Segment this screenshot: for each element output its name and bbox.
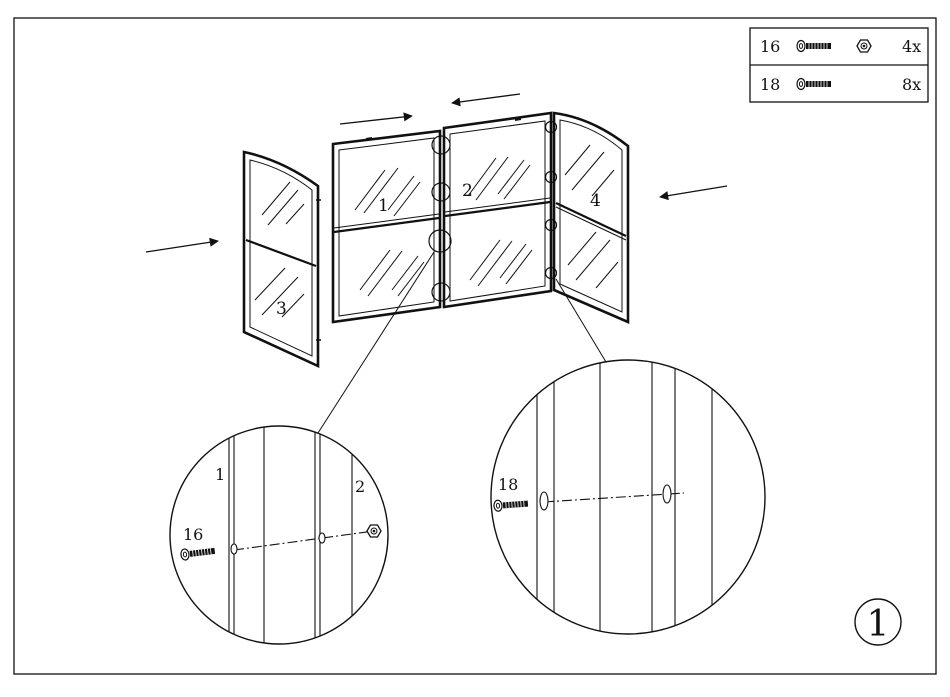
arrow-right-side — [146, 241, 218, 252]
bolt-callout-16: 16 — [183, 525, 203, 544]
bolt-callout-18: 18 — [498, 475, 518, 494]
panel-2: 2 — [444, 113, 551, 307]
detail-panel-2-label: 2 — [355, 477, 365, 496]
panel-3: 3 — [244, 152, 321, 366]
arrow-left-top — [452, 94, 520, 103]
direction-arrows — [146, 94, 727, 252]
part-quantity: 8x — [902, 75, 921, 94]
arrow-right-top — [340, 116, 412, 124]
panel-3-label: 3 — [276, 299, 287, 319]
part-number: 16 — [760, 37, 780, 56]
detail-view-left: 1 2 16 — [170, 420, 388, 650]
nut-icon — [367, 525, 381, 537]
panel-2-label: 2 — [462, 181, 473, 201]
panel-1-label: 1 — [378, 196, 389, 216]
part-number: 18 — [760, 75, 780, 94]
detail-view-right: 18 — [491, 355, 765, 640]
arrow-left-side — [660, 186, 727, 197]
nut-icon — [857, 40, 871, 52]
panel-1: 1 — [333, 131, 440, 322]
parts-table: 16 4x 18 8x — [750, 28, 928, 102]
panel-4-label: 4 — [590, 191, 601, 211]
part-quantity: 4x — [902, 37, 921, 56]
detail-panel-1-label: 1 — [215, 465, 225, 484]
step-number: 1 — [855, 599, 901, 645]
panel-4: 4 — [554, 113, 628, 322]
step-number-label: 1 — [867, 604, 890, 645]
page-border — [14, 18, 936, 674]
